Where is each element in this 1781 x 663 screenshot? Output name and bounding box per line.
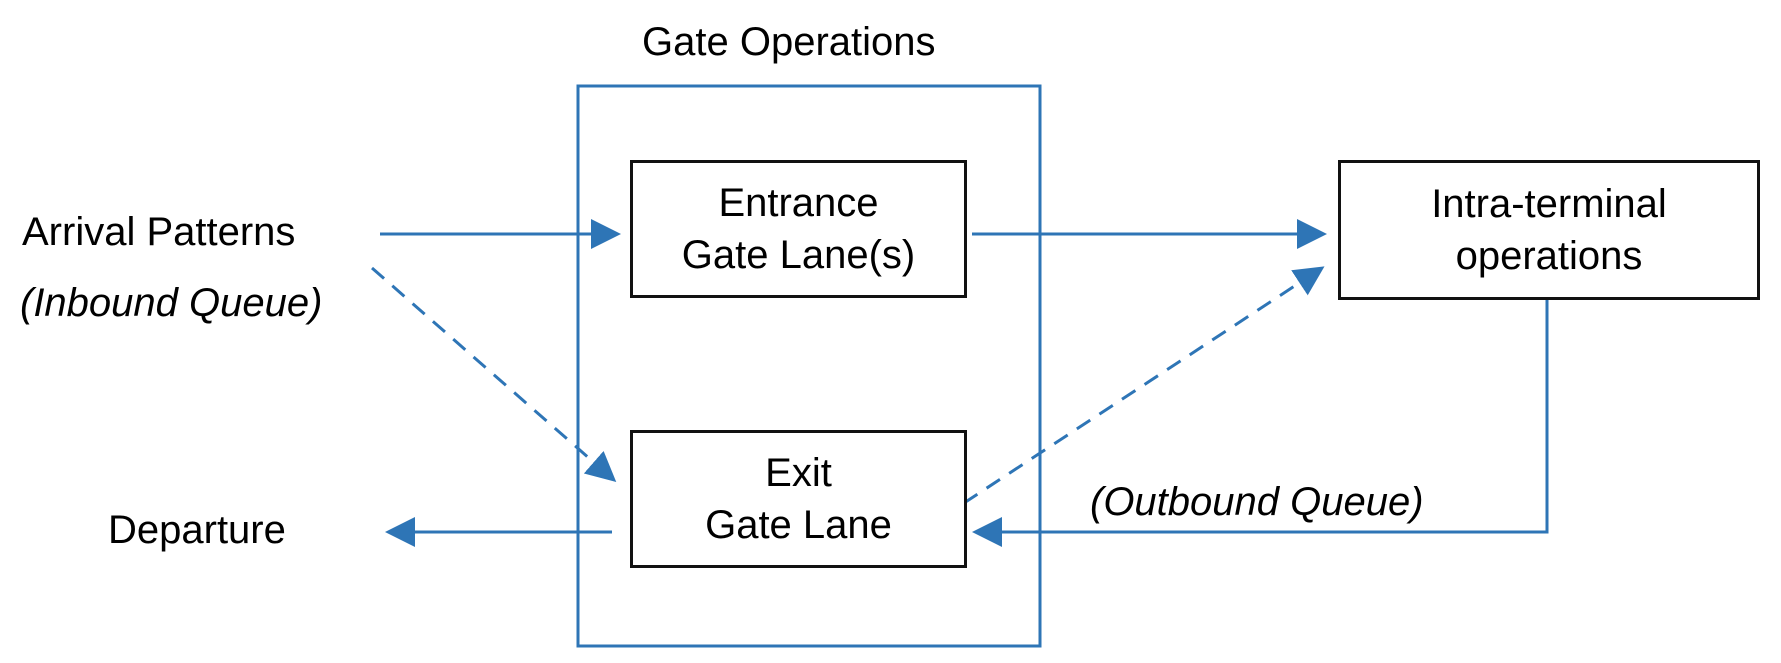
entrance-gate-line2: Gate Lane(s) [681, 233, 916, 277]
intra-terminal-line2: operations [1455, 234, 1643, 278]
exit-gate-line1: Exit [765, 451, 832, 495]
arrow-intra-terminal-to-exit [972, 300, 1549, 547]
exit-gate-line2: Gate Lane [705, 503, 892, 547]
inbound-queue-label: (Inbound Queue) [20, 281, 323, 325]
arrival-patterns-label: Arrival Patterns [22, 210, 296, 254]
gate-operations-title: Gate Operations [642, 20, 936, 64]
exit-gate-box: Exit Gate Lane [630, 430, 967, 568]
gate-operations-container [576, 84, 1042, 648]
arrow-exit-to-intra-terminal-dashed [963, 266, 1325, 505]
departure-label: Departure [108, 508, 286, 552]
intra-terminal-box: Intra-terminal operations [1338, 160, 1760, 300]
entrance-gate-box: Entrance Gate Lane(s) [630, 160, 967, 298]
outbound-queue-label: (Outbound Queue) [1090, 480, 1424, 524]
entrance-gate-line1: Entrance [718, 181, 879, 225]
intra-terminal-line1: Intra-terminal [1431, 182, 1667, 226]
